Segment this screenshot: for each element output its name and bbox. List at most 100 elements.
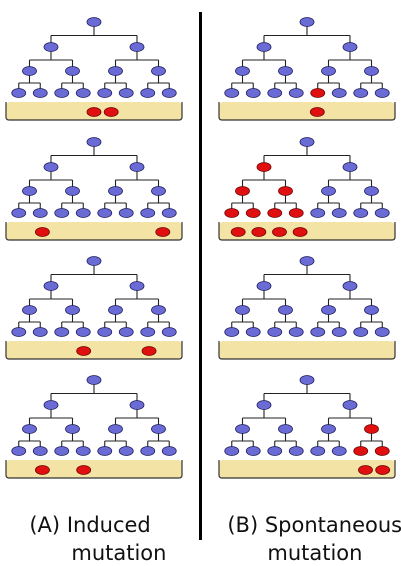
- induced-panel-4-branch-2-0: [18, 433, 41, 447]
- spontaneous-panel-4-cell-1-0: [256, 400, 272, 410]
- spontaneous-panel-1-cell-2-3: [364, 66, 379, 76]
- spontaneous-panel-2-dish-mutant-1: [230, 227, 246, 237]
- spontaneous-panel-4-dish-mutant-1: [358, 465, 373, 475]
- induced-panel-3-branch-2-3: [147, 314, 170, 328]
- induced-panel-1-cell-3-7: [161, 88, 177, 98]
- spontaneous-panel-4-cell-2-2: [321, 424, 336, 434]
- induced-panel-4-cell-3-0: [11, 446, 27, 456]
- spontaneous-panel-2-cell-2-3: [364, 186, 379, 196]
- caption-spontaneous-line1: Spontaneous: [264, 513, 401, 537]
- induced-panel-3-cell-2-2: [108, 305, 123, 315]
- spontaneous-panel-1-cell-1-0: [256, 42, 272, 52]
- induced-panel-1-cell-0-0: [86, 17, 102, 27]
- induced-panel-1-branch-0-0: [50, 26, 138, 43]
- induced-panel-1-cell-3-0: [11, 88, 27, 98]
- spontaneous-panel-4-cell-3-2: [267, 446, 283, 456]
- induced-panel-2-dish-mutant-2: [155, 227, 171, 237]
- spontaneous-panel-2-cell-3-6: [353, 208, 369, 218]
- induced-panel-2-cell-2-1: [65, 186, 80, 196]
- spontaneous-panel-1-cell-3-5: [331, 88, 347, 98]
- induced-panel-1-branch-2-2: [104, 75, 127, 89]
- induced-panel-3-branch-1-0: [28, 290, 74, 306]
- induced-panel-2-cell-3-5: [118, 208, 134, 218]
- caption-induced-line1: Induced: [66, 513, 151, 537]
- induced-panel-3-dish-mutant-1: [76, 346, 92, 356]
- induced-panel-1-cell-3-6: [140, 88, 156, 98]
- induced-panel-2-dish: [6, 222, 182, 240]
- caption-spontaneous-label: (B): [227, 513, 259, 537]
- induced-panel-1-cell-2-2: [108, 66, 123, 76]
- spontaneous-panel-1-mutant-cell-3-4: [310, 88, 326, 98]
- spontaneous-panel-3-cell-0-0: [299, 256, 315, 266]
- caption-induced: (A) Induced: [16, 486, 151, 538]
- spontaneous-panel-4-mutant-cell-2-3: [364, 424, 379, 434]
- induced-panel-4-cell-3-4: [97, 446, 113, 456]
- induced-panel-3-branch-2-1: [61, 314, 84, 328]
- spontaneous-panel-3-branch-2-1: [274, 314, 297, 328]
- caption-induced-label: (A): [29, 513, 61, 537]
- spontaneous-panel-2-dish-mutant-3: [272, 227, 287, 237]
- induced-panel-2-branch-2-3: [147, 195, 170, 209]
- induced-panel-2-cell-3-2: [54, 208, 70, 218]
- induced-panel-2-cell-2-3: [151, 186, 166, 196]
- spontaneous-panel-3-cell-2-3: [364, 305, 379, 315]
- spontaneous-panel-4-cell-3-4: [310, 446, 326, 456]
- spontaneous-panel-1-cell-2-0: [235, 66, 250, 76]
- spontaneous-panel-3-branch-2-2: [317, 314, 340, 328]
- spontaneous-panel-4-branch-2-3: [360, 433, 383, 447]
- spontaneous-panel-3-cell-3-3: [288, 327, 304, 337]
- spontaneous-panel-2-cell-3-5: [331, 208, 347, 218]
- induced-panel-2-cell-3-7: [161, 208, 177, 218]
- induced-panel-4-branch-0-0: [50, 384, 138, 401]
- spontaneous-panel-4-branch-2-0: [231, 433, 254, 447]
- induced-panel-4-cell-3-6: [140, 446, 156, 456]
- induced-panel-3-cell-1-0: [43, 281, 59, 291]
- induced-panel-2-cell-2-0: [22, 186, 37, 196]
- spontaneous-panel-2-mutant-cell-2-0: [235, 186, 250, 196]
- induced-panel-1-branch-1-1: [114, 51, 160, 67]
- spontaneous-panel-4-branch-0-0: [263, 384, 351, 401]
- spontaneous-panel-2-branch-2-0: [231, 195, 254, 209]
- induced-panel-3-branch-0-0: [50, 265, 138, 282]
- spontaneous-panel-2-mutant-cell-3-2: [267, 208, 283, 218]
- spontaneous-panel-1-cell-2-2: [321, 66, 336, 76]
- spontaneous-panel-3-cell-3-7: [374, 327, 390, 337]
- induced-panel-1-cell-3-3: [75, 88, 91, 98]
- spontaneous-panel-2-branch-0-0: [263, 146, 351, 163]
- spontaneous-panel-3-cell-3-4: [310, 327, 326, 337]
- spontaneous-panel-1-branch-2-2: [317, 75, 340, 89]
- spontaneous-panel-3-dish: [219, 341, 395, 359]
- induced-panel-3-branch-2-2: [104, 314, 127, 328]
- induced-panel-4-branch-2-2: [104, 433, 127, 447]
- induced-panel-2-cell-2-2: [108, 186, 123, 196]
- spontaneous-panel-4-branch-1-1: [327, 409, 373, 425]
- spontaneous-panel-2-mutant-cell-3-1: [245, 208, 261, 218]
- spontaneous-panel-4-cell-3-3: [288, 446, 304, 456]
- panel-divider: [199, 12, 202, 540]
- caption-spontaneous-line2: mutation: [267, 541, 363, 565]
- spontaneous-panel-3-cell-1-0: [256, 281, 272, 291]
- induced-panel-2-branch-2-1: [61, 195, 84, 209]
- spontaneous-panel-2-cell-0-0: [299, 137, 315, 147]
- spontaneous-panel-4-mutant-cell-3-7: [374, 446, 390, 456]
- spontaneous-panel-2-cell-1-1: [342, 162, 358, 172]
- induced-panel-2-cell-1-0: [43, 162, 59, 172]
- induced-panel-1-cell-2-3: [151, 66, 166, 76]
- spontaneous-panel-4-cell-3-5: [331, 446, 347, 456]
- spontaneous-panel-3-cell-2-1: [278, 305, 293, 315]
- spontaneous-panel-4-dish: [219, 460, 395, 478]
- spontaneous-panel-2-cell-3-4: [310, 208, 326, 218]
- induced-panel-3-dish-mutant-2: [141, 346, 157, 356]
- spontaneous-panel-1-dish: [219, 102, 395, 120]
- spontaneous-panel-2-branch-2-3: [360, 195, 383, 209]
- spontaneous-panel-1-cell-3-6: [353, 88, 369, 98]
- induced-panel-2-cell-0-0: [86, 137, 102, 147]
- induced-panel-4-dish-rim: [5, 460, 183, 479]
- induced-panel-3-cell-3-0: [11, 327, 27, 337]
- mutation-diagram: [5, 17, 396, 479]
- spontaneous-panel-4-cell-2-1: [278, 424, 293, 434]
- induced-panel-4-branch-1-0: [28, 409, 74, 425]
- induced-panel-3-cell-3-6: [140, 327, 156, 337]
- spontaneous-panel-4-cell-3-0: [224, 446, 240, 456]
- induced-panel-1-dish-mutant-2: [103, 107, 119, 117]
